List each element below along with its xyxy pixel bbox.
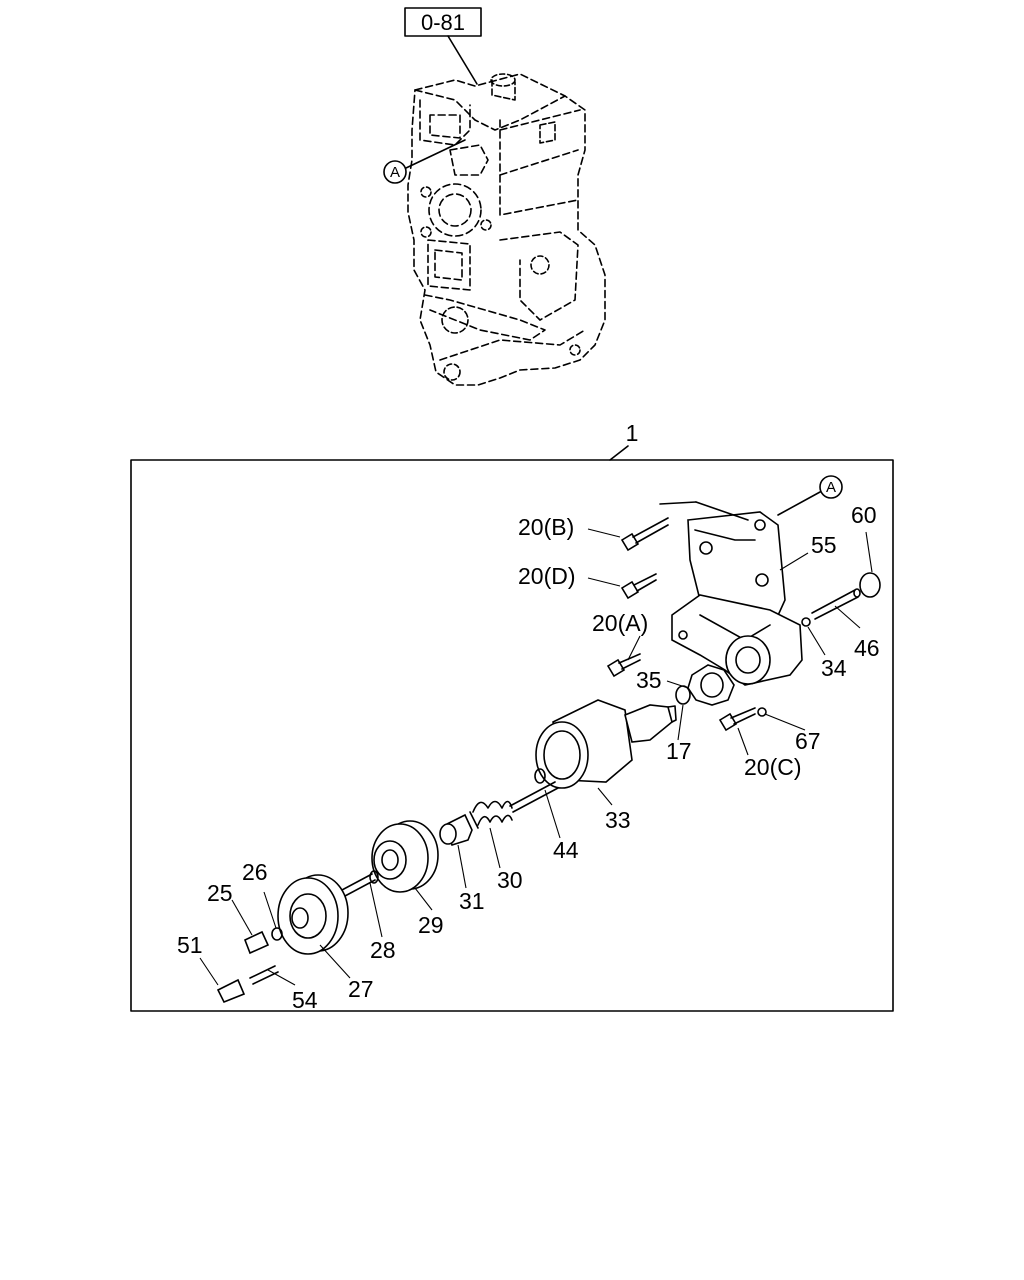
callout-27: 27 xyxy=(348,976,374,1002)
bracket-part xyxy=(671,511,803,686)
callout-55: 55 xyxy=(811,532,837,558)
callout-28: 28 xyxy=(370,937,396,963)
callout-51: 51 xyxy=(177,932,203,958)
callout-29: 29 xyxy=(418,912,444,938)
cylinder-33 xyxy=(535,699,677,789)
callout-25: 25 xyxy=(207,880,233,906)
plunger-31 xyxy=(439,813,473,846)
fitting-54 xyxy=(249,965,279,985)
callout-20b: 20(B) xyxy=(518,514,574,540)
callout-20c: 20(C) xyxy=(744,754,802,780)
pulley-29 xyxy=(371,820,439,893)
nut-26 xyxy=(271,927,283,941)
callout-54: 54 xyxy=(292,987,318,1013)
assembly-number: 1 xyxy=(626,420,639,446)
callout-20a: 20(A) xyxy=(592,610,648,636)
callout-17: 17 xyxy=(666,738,692,764)
bolt-20d xyxy=(620,573,657,600)
callout-46: 46 xyxy=(854,635,880,661)
callout-30: 30 xyxy=(497,867,523,893)
callout-labels: 20(B) 20(D) 20(A) 20(C) 55 60 46 34 67 3… xyxy=(177,502,880,1013)
bolt-20c xyxy=(718,707,756,732)
cap-51 xyxy=(216,978,246,1004)
view-marker-label: A xyxy=(390,164,400,181)
bolt-20b xyxy=(620,517,669,552)
callout-26: 26 xyxy=(242,859,268,885)
nut-35 xyxy=(687,664,735,706)
view-marker-circle xyxy=(383,160,407,184)
assembly-frame xyxy=(130,459,894,1012)
spring-30 xyxy=(469,800,513,829)
rod-44 xyxy=(509,768,559,813)
view-marker-label-2: A xyxy=(826,479,836,496)
callout-67: 67 xyxy=(795,728,821,754)
leader-lines xyxy=(199,528,873,986)
cap-25 xyxy=(243,930,270,955)
callout-31: 31 xyxy=(459,888,485,914)
callout-34: 34 xyxy=(821,655,847,681)
bolt-28 xyxy=(341,870,379,897)
callout-35: 35 xyxy=(636,667,662,693)
callout-60: 60 xyxy=(851,502,877,528)
reference-box xyxy=(404,7,482,37)
callout-33: 33 xyxy=(605,807,631,833)
pin-46 xyxy=(811,588,861,620)
engine-block-drawing: 0-81 A xyxy=(383,7,606,386)
callout-44: 44 xyxy=(553,837,579,863)
reference-label: 0-81 xyxy=(421,10,465,35)
callout-20d: 20(D) xyxy=(518,563,576,589)
pulley-27 xyxy=(277,874,349,955)
bolt-20a xyxy=(606,653,641,678)
